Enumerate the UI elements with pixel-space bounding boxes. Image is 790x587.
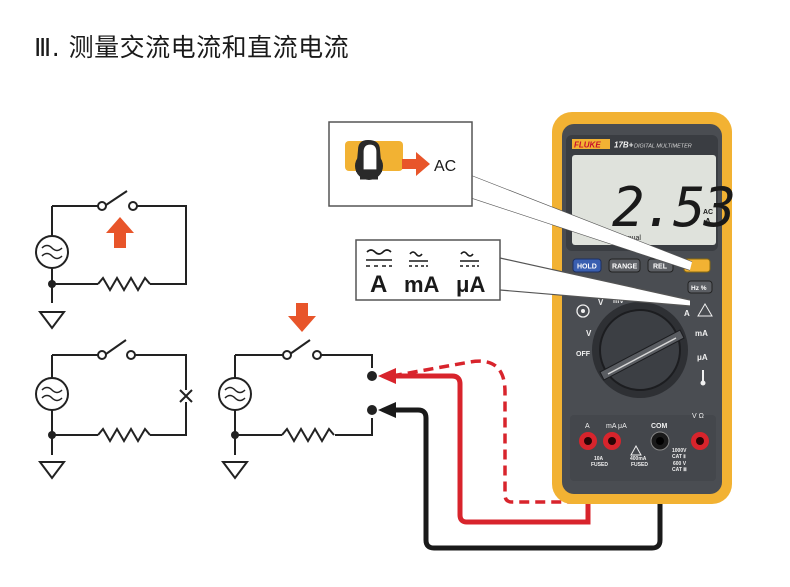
lcd-reading: 2.53 [612, 176, 734, 239]
callout-ac-text: AC [434, 158, 456, 175]
jack-label-com: COM [651, 423, 668, 430]
dial-settings-icon [576, 304, 590, 318]
rotary-dial[interactable] [599, 309, 681, 391]
jack-com[interactable] [650, 431, 670, 451]
fuse-a-line2: FUSED [591, 462, 608, 468]
circuit-2-node [48, 431, 56, 439]
ac-dc-symbol-icon [366, 249, 479, 267]
warning-icon [697, 303, 713, 317]
range-button-label: RANGE [612, 264, 638, 271]
page-title: Ⅲ. 测量交流电流和直流电流 [34, 33, 350, 62]
jack-panel [570, 415, 716, 481]
circuit-1-source-icon [35, 235, 69, 269]
jack-label-ma-ua: mA μA [606, 423, 627, 430]
circuit-3-terminal-top [367, 371, 377, 381]
circuit-2-ground-icon [38, 461, 66, 480]
circuit-2-resistor-icon [97, 427, 151, 443]
jack-label-a: A [585, 423, 590, 430]
circuit-3-terminal-bottom [367, 405, 377, 415]
hold-button[interactable] [572, 258, 602, 273]
circuit-2-source-icon [35, 377, 69, 411]
cat-rating-1: 1000V [672, 448, 687, 454]
hz-button-label: Hz % [691, 285, 707, 292]
cat-rating-2: CAT Ⅱ [672, 453, 686, 460]
range-ma: mA [404, 272, 440, 297]
brand-logo: FLUKE [574, 141, 601, 150]
hold-button-label: HOLD [577, 264, 597, 271]
range-a: A [370, 271, 387, 298]
up-arrow-icon [106, 217, 134, 248]
dial-label-mv: mV [613, 298, 624, 305]
multimeter: FLUKE 17B+ DIGITAL MULTIMETER 2.53 AC A … [552, 112, 736, 504]
callout-ranges: A mA μA [355, 239, 691, 307]
red-lead-dashed [391, 359, 614, 504]
yellow-button-icon [345, 140, 403, 180]
jack-ma-ua[interactable] [603, 432, 621, 450]
range-ua: μA [456, 272, 485, 297]
circuit-2-switch-contacts [97, 350, 136, 360]
brand-badge [572, 139, 610, 149]
circuit-3-resistor-icon [281, 427, 335, 443]
circuit-1-ground-icon [38, 311, 66, 330]
circuit-3-switch-contacts [282, 350, 322, 360]
meter-subtitle: DIGITAL MULTIMETER [634, 144, 692, 150]
dial-label-v-dc: V [598, 298, 604, 307]
black-lead-probe [378, 402, 396, 418]
black-lead [392, 407, 663, 551]
fuse-a-line1: 10A [594, 456, 604, 462]
jack-warning-icon [630, 444, 642, 456]
circuit-3-node [231, 431, 239, 439]
hz-button[interactable] [687, 280, 713, 294]
circuit-1 [51, 190, 187, 303]
circuit-3-ground-icon [221, 461, 249, 480]
lcd-display [572, 155, 716, 245]
rel-button-label: REL [653, 264, 668, 271]
callout-ac: AC [328, 121, 693, 271]
dial-label-v-ac: V [586, 329, 592, 338]
lcd-unit-ac: AC [703, 209, 713, 216]
cat-rating-3: 600 V [673, 461, 687, 467]
fuse-ma-line1: 400mA [630, 456, 647, 462]
dial-label-off: OFF [576, 351, 591, 358]
circuit-3-source-icon [218, 377, 252, 411]
circuit-1-resistor-icon [97, 276, 151, 292]
right-arrow-icon [402, 152, 430, 176]
red-lead-probe [378, 368, 396, 384]
red-lead [392, 373, 591, 525]
jack-a[interactable] [579, 432, 597, 450]
jack-label-v-ohm: V Ω [692, 413, 704, 420]
circuit-3 [234, 339, 373, 455]
model-label: 17B+ [614, 141, 634, 150]
circuit-1-switch-contacts [97, 201, 138, 211]
dial-label-a: A [684, 309, 690, 318]
jack-v-ohm[interactable] [691, 432, 709, 450]
lcd-unit-a: A [705, 217, 711, 226]
cat-rating-4: CAT Ⅲ [672, 466, 687, 473]
dial-label-ma: mA [695, 329, 708, 338]
circuit-2 [51, 339, 193, 455]
fuse-ma-line2: FUSED [631, 462, 648, 468]
down-arrow-icon [288, 303, 316, 332]
circuit-1-node [48, 280, 56, 288]
dial-label-ua: μA [697, 353, 708, 362]
range-button[interactable] [608, 258, 641, 273]
